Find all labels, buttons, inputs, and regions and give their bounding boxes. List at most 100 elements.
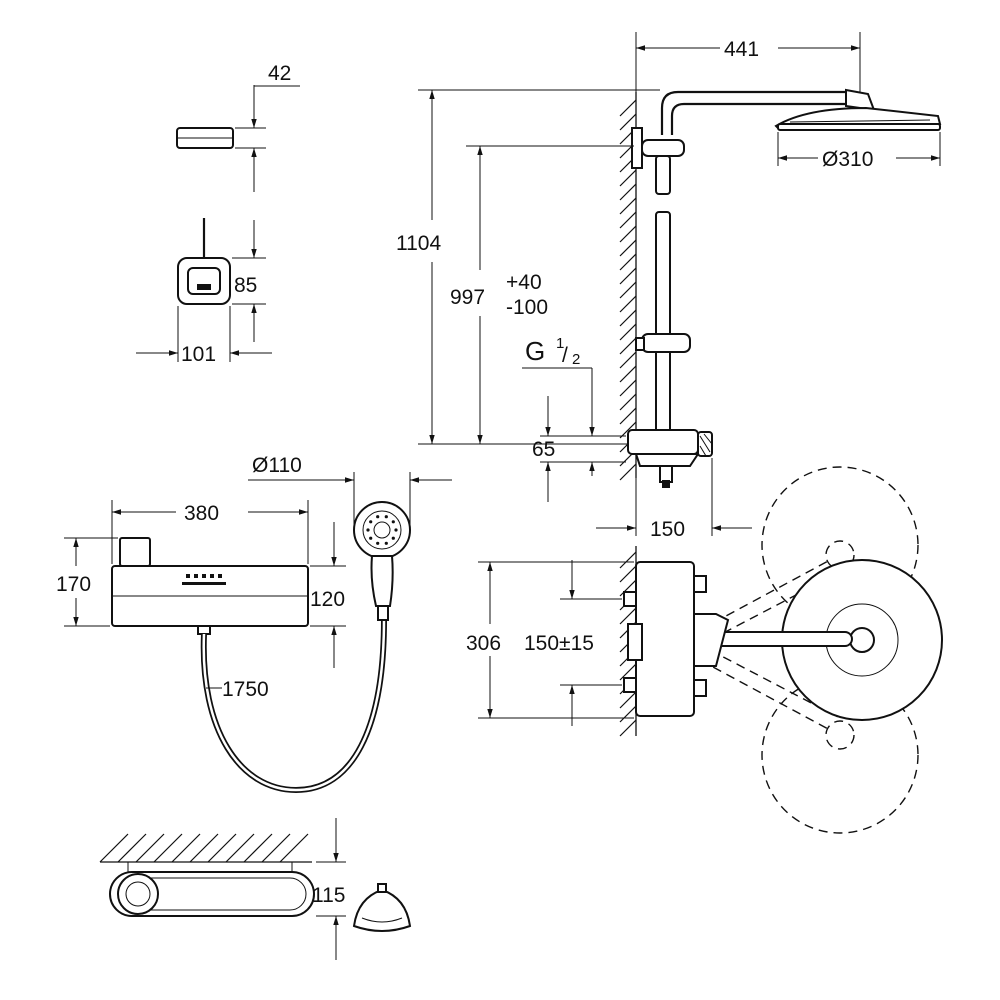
thermostat-top-view <box>109 861 315 917</box>
hose-length-label: 1750 <box>222 678 269 701</box>
hatch-line <box>619 113 637 131</box>
hand-shower-top-view <box>352 883 412 932</box>
hatch-line <box>619 421 637 439</box>
hatch-line <box>243 833 273 863</box>
hatch-line <box>619 211 637 229</box>
remote-width-label: 101 <box>181 343 216 366</box>
hatch-line <box>117 833 147 863</box>
head-diameter-label: Ø310 <box>822 148 873 171</box>
hatch-line <box>619 551 637 569</box>
nozzle-dot <box>369 520 373 524</box>
connection-spacing-label: 150±15 <box>524 632 594 655</box>
arm-projection-label: 441 <box>724 38 759 61</box>
remote-front-view <box>177 218 231 305</box>
hatch-line <box>153 833 183 863</box>
dimension-hand-shower-diameter: Ø110 <box>248 454 452 530</box>
dimension-arm-projection: 441 <box>635 32 861 92</box>
hatch-line <box>619 663 637 681</box>
hatch-line <box>619 337 637 355</box>
remote-height-label: 85 <box>234 274 257 297</box>
hatch-line <box>619 253 637 271</box>
rotation-main <box>651 559 943 721</box>
hatch-line <box>619 183 637 201</box>
dimension-hose-length: 1750 <box>206 678 269 701</box>
dimension-remote-width: 101 <box>136 306 272 366</box>
hatch-line <box>619 379 637 397</box>
hatch-line <box>619 393 637 411</box>
hatch-line <box>619 463 637 481</box>
hatch-line <box>189 833 219 863</box>
overall-height-label: 1104 <box>396 232 441 255</box>
hatch-line <box>619 719 637 737</box>
remote-depth-label: 42 <box>268 62 291 85</box>
rail-height-label: 997 <box>450 286 485 309</box>
shelf-depth-label: 115 <box>312 884 345 907</box>
thermostat-side <box>627 429 713 488</box>
thermostat-body-height-label: 120 <box>310 588 345 611</box>
hatch-line <box>171 833 201 863</box>
nozzle-dot <box>376 515 380 519</box>
hatch-line <box>619 323 637 341</box>
dimension-rail-height: 997 +40 -100 <box>450 145 634 444</box>
thread-slash: / <box>562 344 568 367</box>
thermostat-depth-label: 150 <box>650 518 685 541</box>
dimension-remote-height: 85 <box>232 220 266 342</box>
hatch-line <box>619 309 637 327</box>
shower-rail <box>655 155 671 439</box>
hatch-line <box>619 99 637 117</box>
hand-shower <box>353 501 411 621</box>
dimension-thermostat-total-height: 170 <box>56 537 118 627</box>
dimension-thermostat-depth: 150 <box>596 458 752 541</box>
wall-mount-body <box>623 561 730 717</box>
thermostat-height-label: 65 <box>532 438 555 461</box>
thread-numerator: 1 <box>556 335 564 352</box>
rain-shower-head <box>774 106 942 131</box>
nozzle-dot <box>384 541 388 545</box>
thermostat-front <box>111 537 309 635</box>
wall-hatch-bottom <box>99 833 312 863</box>
nozzle-dot <box>369 536 373 540</box>
hatch-line <box>619 239 637 257</box>
nozzle-dot <box>384 515 388 519</box>
dimension-thermostat-body-height: 120 <box>310 522 346 668</box>
remote-top-view <box>176 127 234 149</box>
hatch-line <box>619 365 637 383</box>
dimension-connection-spacing: 150±15 <box>524 560 622 726</box>
dimension-thread: G 1 / 2 <box>522 335 595 436</box>
hatch-line <box>619 579 637 597</box>
thermostat-total-height-label: 170 <box>56 573 91 596</box>
hand-shower-diameter-label: Ø110 <box>252 454 302 477</box>
dimension-overall-height: 1104 <box>396 89 660 445</box>
indicator-dots <box>182 574 226 585</box>
dimension-connection-span: 306 <box>466 561 634 719</box>
hatch-line <box>619 351 637 369</box>
dimension-thermostat-height: 65 <box>532 396 626 502</box>
shower-arm <box>660 88 876 135</box>
hatch-line <box>225 833 255 863</box>
hatch-line <box>99 833 129 863</box>
thermostat-width-label: 380 <box>184 502 219 525</box>
hatch-line <box>619 225 637 243</box>
dimension-shelf-depth: 115 <box>312 818 346 960</box>
hatch-line <box>619 607 637 625</box>
nozzle-dot <box>376 541 380 545</box>
hatch-line <box>207 833 237 863</box>
hatch-line <box>619 295 637 313</box>
hatch-line <box>619 281 637 299</box>
dimension-remote-depth: 42 <box>235 62 300 192</box>
thread-label: G <box>525 336 545 366</box>
hatch-line <box>619 197 637 215</box>
hatch-line <box>619 691 637 709</box>
nozzle-dot <box>391 536 395 540</box>
hose <box>200 619 387 794</box>
hatch-line <box>135 833 165 863</box>
hatch-line <box>619 565 637 583</box>
rail-tolerance-plus: +40 <box>506 271 542 294</box>
connection-span-label: 306 <box>466 632 501 655</box>
nozzle-dot <box>366 528 370 532</box>
hatch-line <box>279 833 309 863</box>
hatch-line <box>261 833 291 863</box>
hatch-line <box>619 407 637 425</box>
dimension-head-diameter: Ø310 <box>777 132 941 171</box>
